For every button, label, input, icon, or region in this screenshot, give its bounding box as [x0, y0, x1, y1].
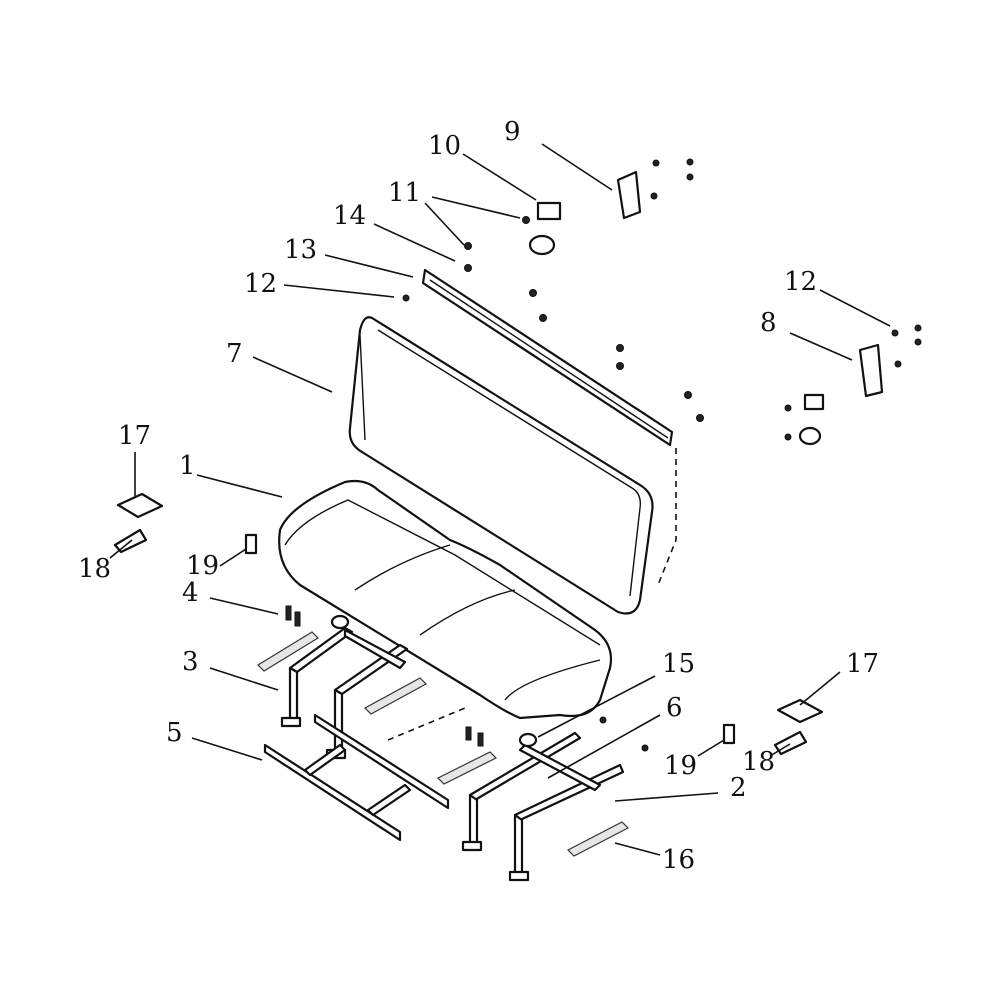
seat-cushion: [278, 479, 613, 720]
dashed-guide-line: [657, 448, 677, 586]
hardware-parts: [113, 158, 922, 756]
lower-slide-frame: [263, 713, 450, 842]
callout-2: 2: [730, 773, 747, 803]
callout-4: 4: [182, 578, 199, 608]
callout-7: 7: [226, 339, 243, 369]
callout-12-left: 12: [244, 269, 277, 299]
right-seat-frame: [461, 731, 625, 882]
pad-center-lower: [436, 751, 498, 785]
callout-10: 10: [428, 131, 461, 161]
callout-12-right: 12: [784, 267, 817, 297]
callout-18-left: 18: [78, 554, 111, 584]
callout-labels: 1 2 3 4 5 6 7 8 9 10 11 12 12 13 14 15 1…: [78, 117, 879, 875]
hinge-plate-right: [776, 698, 824, 724]
callout-11: 11: [388, 178, 421, 208]
pad-guide-line: [387, 707, 466, 741]
backrest-rail: [421, 268, 674, 447]
pad-right: [566, 821, 630, 857]
callout-9: 9: [504, 117, 521, 147]
callout-6: 6: [666, 693, 683, 723]
pad-center-upper: [364, 677, 427, 715]
callout-3: 3: [182, 647, 199, 677]
callout-19-right: 19: [664, 751, 697, 781]
callout-16: 16: [662, 845, 695, 875]
leader-lines: [109, 143, 891, 856]
seat-backrest: [348, 316, 654, 615]
callout-1: 1: [179, 451, 196, 481]
callout-17-right: 17: [846, 649, 879, 679]
callout-13: 13: [284, 235, 317, 265]
callout-15: 15: [662, 649, 695, 679]
callout-14: 14: [333, 201, 366, 231]
pad-left: [257, 631, 319, 672]
callout-19-left: 19: [186, 551, 219, 581]
hinge-plate-left: [116, 492, 164, 519]
callout-5: 5: [166, 718, 183, 748]
callout-18-right: 18: [742, 747, 775, 777]
callout-8: 8: [760, 308, 777, 338]
callout-17-left: 17: [118, 421, 151, 451]
